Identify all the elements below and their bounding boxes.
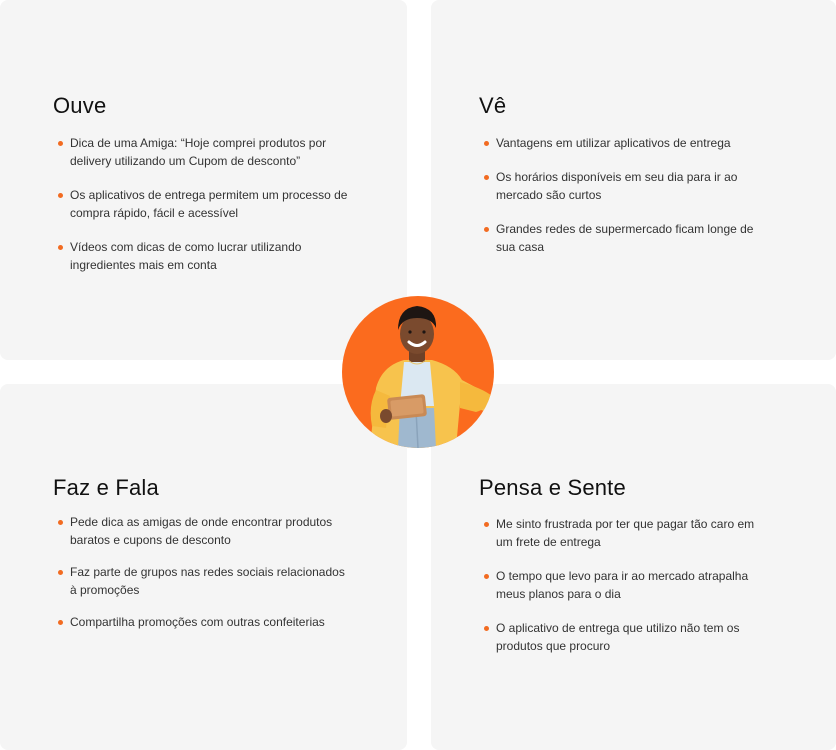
list-item-text: Pede dica as amigas de onde encontrar pr… [70, 515, 333, 547]
bullet-icon [484, 522, 489, 527]
bullet-icon [484, 626, 489, 631]
list-item-text: O tempo que levo para ir ao mercado atra… [496, 569, 749, 601]
quadrant-title-thinks-feels: Pensa e Sente [479, 475, 626, 500]
list-item-text: Vantagens em utilizar aplicativos de ent… [496, 136, 731, 150]
list-item-text: Me sinto frustrada por ter que pagar tão… [496, 517, 755, 549]
quadrant-sees: Vê Vantagens em utilizar aplicativos de … [431, 0, 836, 360]
list-item: Vídeos com dicas de como lucrar utilizan… [58, 238, 348, 274]
quadrant-hears: Ouve Dica de uma Amiga: “Hoje comprei pr… [0, 0, 407, 360]
bullet-icon [58, 245, 63, 250]
list-item-text: O aplicativo de entrega que utilizo não … [496, 621, 740, 653]
list-item: O tempo que levo para ir ao mercado atra… [484, 567, 774, 603]
list-item: Grandes redes de supermercado ficam long… [484, 220, 774, 256]
list-sees: Vantagens em utilizar aplicativos de ent… [484, 134, 774, 272]
quadrant-says-does: Faz e Fala Pede dica as amigas de onde e… [0, 384, 407, 750]
quadrant-title-hears: Ouve [53, 93, 107, 118]
list-item-text: Os horários disponíveis em seu dia para … [496, 170, 738, 202]
bullet-icon [58, 141, 63, 146]
quadrant-title-says-does: Faz e Fala [53, 475, 159, 500]
list-item: Faz parte de grupos nas redes sociais re… [58, 563, 348, 599]
list-item: Vantagens em utilizar aplicativos de ent… [484, 134, 774, 152]
bullet-icon [58, 620, 63, 625]
list-item: Pede dica as amigas de onde encontrar pr… [58, 513, 348, 549]
list-item: Compartilha promoções com outras confeit… [58, 613, 348, 631]
quadrant-title-sees: Vê [479, 93, 507, 118]
persona-illustration [370, 306, 492, 448]
bullet-icon [484, 574, 489, 579]
bullet-icon [484, 227, 489, 232]
list-item-text: Vídeos com dicas de como lucrar utilizan… [70, 240, 302, 272]
list-hears: Dica de uma Amiga: “Hoje comprei produto… [58, 134, 348, 290]
bullet-icon [58, 193, 63, 198]
persona-avatar [342, 296, 494, 448]
list-says-does: Pede dica as amigas de onde encontrar pr… [58, 513, 348, 645]
list-item: Os horários disponíveis em seu dia para … [484, 168, 774, 204]
bullet-icon [58, 520, 63, 525]
list-thinks-feels: Me sinto frustrada por ter que pagar tão… [484, 515, 774, 671]
list-item: Me sinto frustrada por ter que pagar tão… [484, 515, 774, 551]
list-item: O aplicativo de entrega que utilizo não … [484, 619, 774, 655]
bullet-icon [484, 141, 489, 146]
list-item-text: Compartilha promoções com outras confeit… [70, 615, 325, 629]
list-item-text: Os aplicativos de entrega permitem um pr… [70, 188, 348, 220]
bullet-icon [58, 570, 63, 575]
list-item-text: Faz parte de grupos nas redes sociais re… [70, 565, 345, 597]
list-item: Os aplicativos de entrega permitem um pr… [58, 186, 348, 222]
bullet-icon [484, 175, 489, 180]
list-item-text: Grandes redes de supermercado ficam long… [496, 222, 754, 254]
list-item: Dica de uma Amiga: “Hoje comprei produto… [58, 134, 348, 170]
list-item-text: Dica de uma Amiga: “Hoje comprei produto… [70, 136, 327, 168]
quadrant-thinks-feels: Pensa e Sente Me sinto frustrada por ter… [431, 384, 836, 750]
